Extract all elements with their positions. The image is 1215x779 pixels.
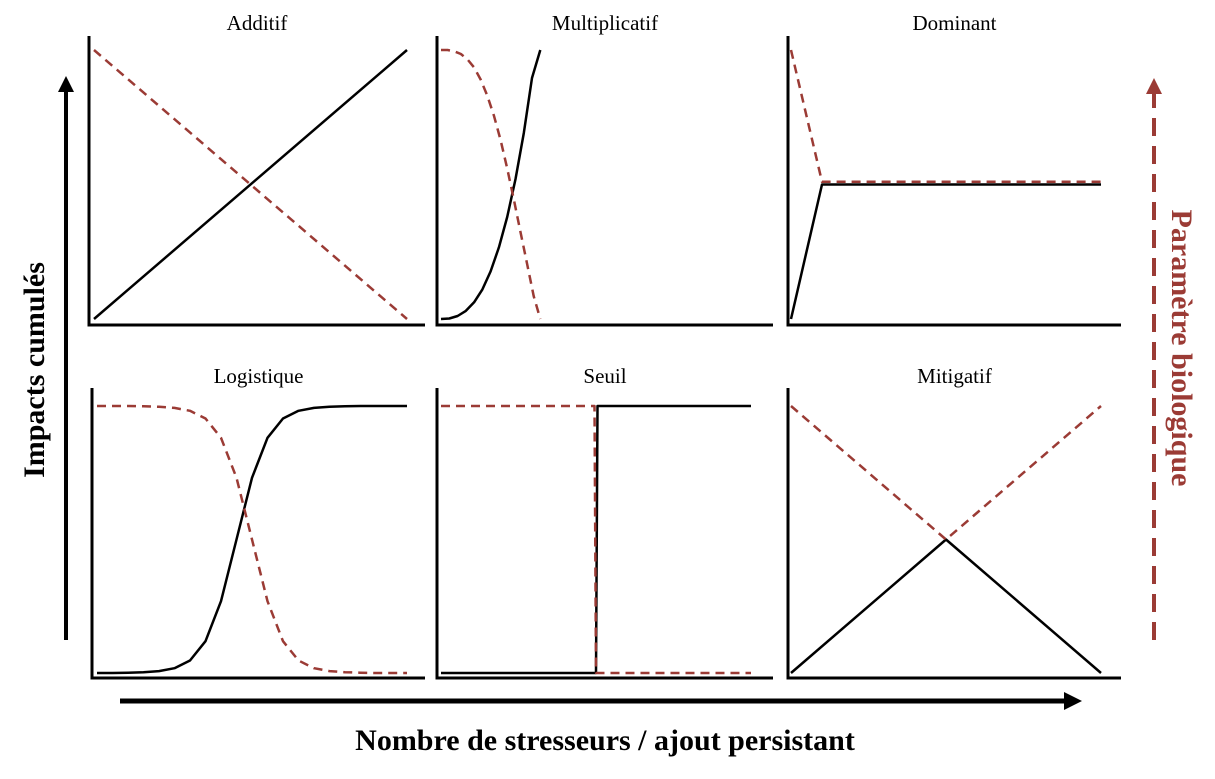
series-parametre-biologique: [441, 48, 542, 320]
series-impacts-cumules: [441, 404, 751, 675]
panel-title: Logistique: [214, 364, 304, 388]
series-parametre-biologique: [790, 405, 1102, 541]
series-parametre-biologique: [93, 49, 408, 320]
panel-title: Dominant: [913, 11, 997, 35]
panel-logistique: Logistique: [90, 364, 425, 680]
left-axis-arrowhead: [58, 76, 74, 92]
series-parametre-biologique: [441, 404, 751, 675]
series-impacts-cumules: [789, 183, 1101, 320]
series-impacts-cumules: [97, 404, 407, 675]
series-impacts-cumules: [790, 538, 1102, 674]
panel-title: Mitigatif: [917, 364, 992, 388]
panel-seuil: Seuil: [435, 364, 773, 680]
series-parametre-biologique: [97, 404, 407, 675]
panel-title: Multiplicatif: [552, 11, 658, 35]
panel-multiplicatif: Multiplicatif: [435, 11, 773, 327]
left-axis-label: Impacts cumulés: [18, 262, 51, 478]
right-axis-arrowhead: [1146, 78, 1162, 94]
x-axis-label: Nombre de stresseurs / ajout persistant: [355, 724, 855, 757]
panel-additif: Additif: [87, 11, 425, 327]
right-axis-label: Paramètre biologique: [1165, 210, 1198, 487]
panel-dominant: Dominant: [786, 11, 1121, 327]
panel-title: Additif: [227, 11, 288, 35]
series-impacts-cumules: [93, 49, 408, 320]
bottom-axis-arrowhead: [1064, 692, 1082, 710]
panel-title: Seuil: [583, 364, 626, 388]
series-impacts-cumules: [440, 49, 542, 321]
panel-mitigatif: Mitigatif: [786, 364, 1121, 680]
series-parametre-biologique: [789, 49, 1101, 184]
